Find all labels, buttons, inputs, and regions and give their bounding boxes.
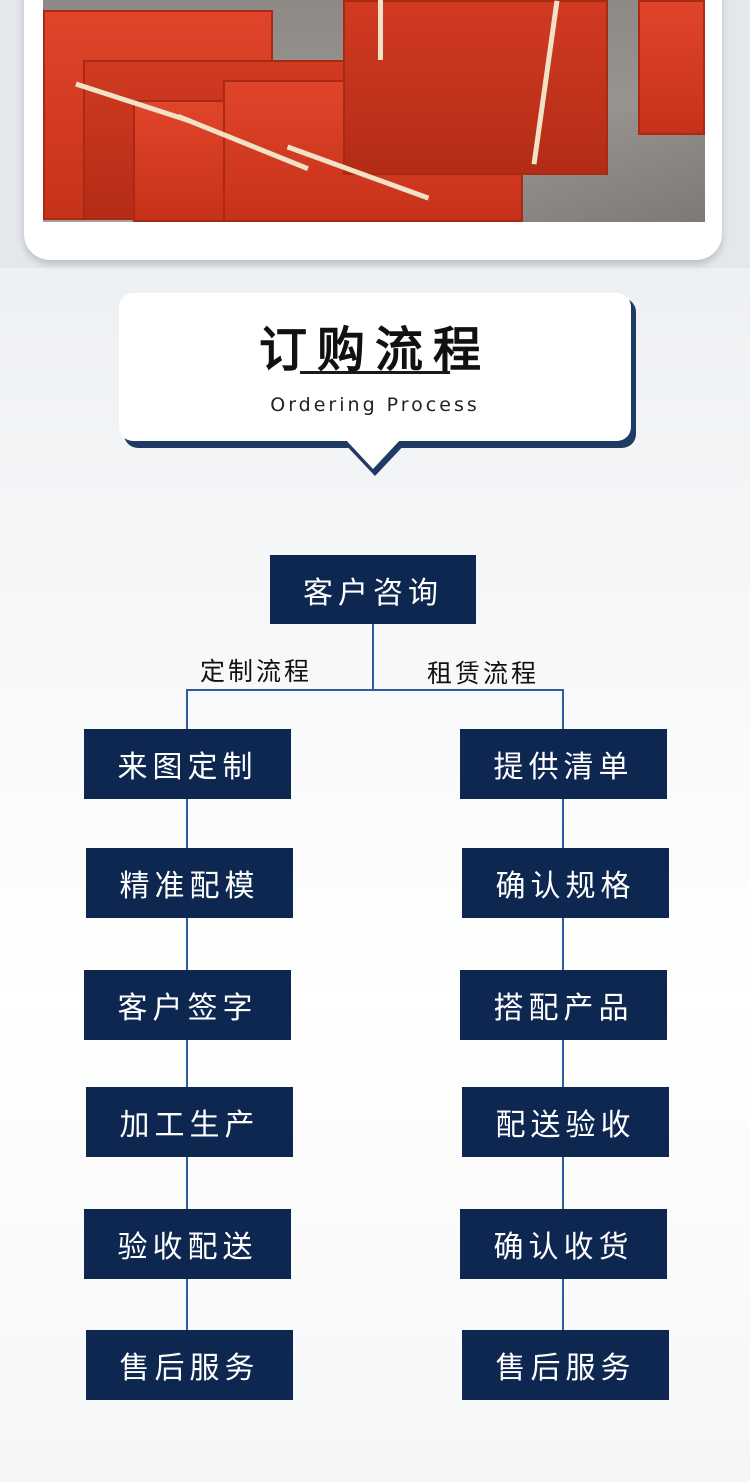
connector-root-down: [372, 622, 374, 690]
title-banner: [119, 293, 631, 441]
product-photo: [43, 0, 705, 222]
custom-step: 来图定制: [84, 729, 291, 799]
rental-step: 配送验收: [462, 1087, 669, 1157]
packing-strap: [378, 0, 383, 60]
rental-step: 售后服务: [462, 1330, 669, 1400]
title-underline: [300, 371, 450, 374]
rental-step: 搭配产品: [460, 970, 667, 1040]
custom-step: 验收配送: [84, 1209, 291, 1279]
page-title: 订购流程: [258, 322, 491, 378]
rental-step: 提供清单: [460, 729, 667, 799]
branch-label-custom: 定制流程: [200, 657, 313, 686]
formwork-panel: [343, 0, 608, 175]
formwork-panel: [638, 0, 705, 135]
branch-label-rental: 租赁流程: [427, 659, 540, 688]
custom-step: 加工生产: [86, 1087, 293, 1157]
custom-step: 客户签字: [84, 970, 291, 1040]
page-subtitle: Ordering Process: [270, 394, 480, 416]
connector-horizontal: [186, 689, 564, 691]
custom-step: 精准配模: [86, 848, 293, 918]
banner-pointer-inner: [345, 439, 401, 469]
custom-step: 售后服务: [86, 1330, 293, 1400]
rental-step: 确认规格: [462, 848, 669, 918]
rental-step: 确认收货: [460, 1209, 667, 1279]
flow-root-step: 客户咨询: [270, 555, 476, 624]
